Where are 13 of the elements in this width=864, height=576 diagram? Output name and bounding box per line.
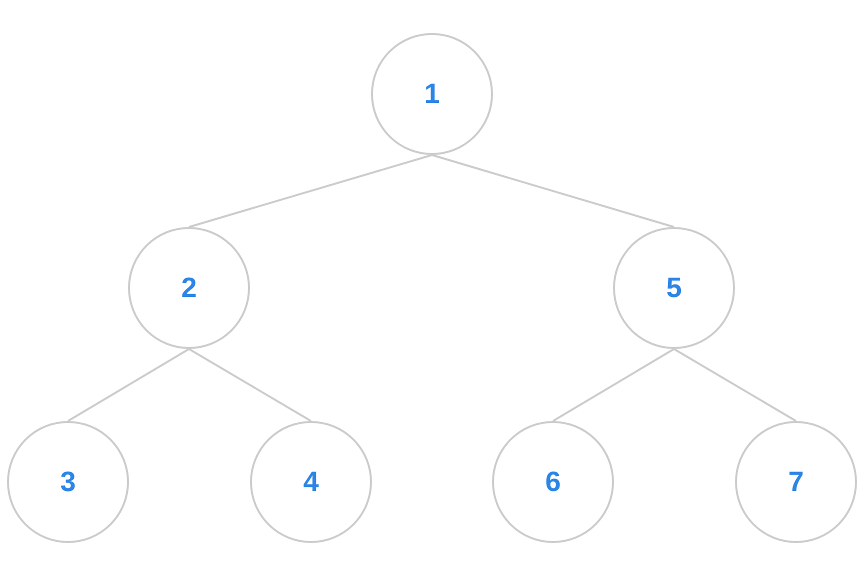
connector-line bbox=[552, 348, 675, 422]
connector-line bbox=[67, 348, 190, 422]
node-number: 7 bbox=[788, 466, 804, 498]
node-number: 1 bbox=[424, 78, 440, 110]
node-number: 6 bbox=[545, 466, 561, 498]
node-number: 5 bbox=[666, 272, 682, 304]
node-number: 4 bbox=[303, 466, 319, 498]
node-number: 3 bbox=[60, 466, 76, 498]
connector-line bbox=[188, 154, 432, 228]
node-number: 2 bbox=[181, 272, 197, 304]
connector-line bbox=[188, 348, 312, 422]
connector-line bbox=[432, 154, 674, 228]
connector-line bbox=[674, 348, 796, 422]
